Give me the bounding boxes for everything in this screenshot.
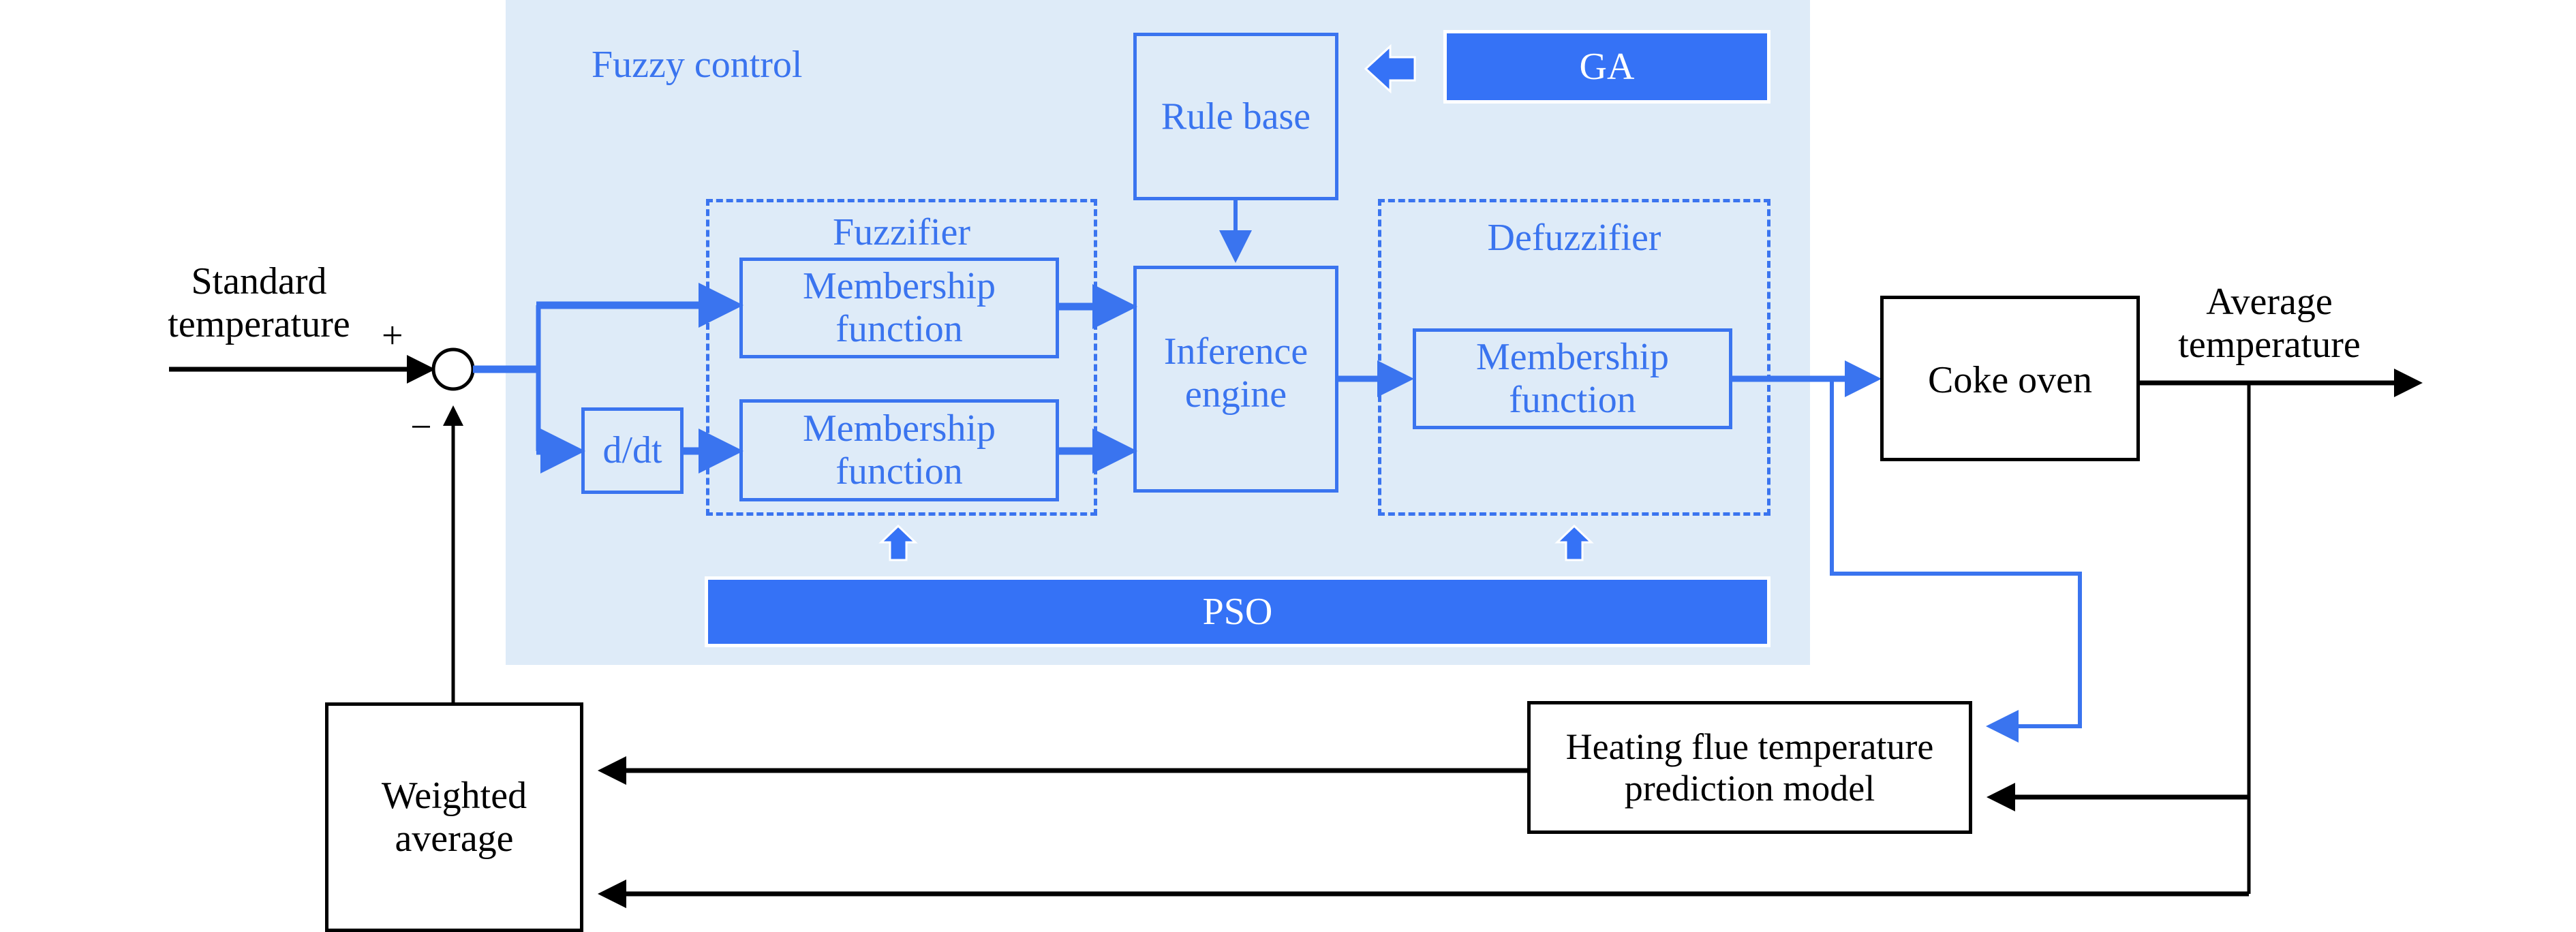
membership-function-2: Membership function (739, 399, 1059, 501)
fuzzifier-title: Fuzzifier (832, 211, 971, 253)
heating-flue-line2: prediction model (1624, 767, 1875, 809)
defuzzifier-title: Defuzzifier (1487, 217, 1661, 259)
derivative-label: d/dt (602, 429, 662, 472)
defuzzifier-group (1378, 199, 1770, 516)
pso-to-defuzzifier-arrow (1554, 524, 1594, 561)
plus-sign: + (382, 315, 403, 357)
fuzzifier-group (706, 199, 1097, 516)
weighted-average-line2: average (395, 817, 514, 860)
inference-engine-line2: engine (1184, 373, 1287, 416)
rule-base-block: Rule base (1133, 33, 1338, 200)
average-temperature-label: Average temperature (2160, 281, 2378, 366)
weighted-average-line1: Weighted (381, 774, 527, 817)
defuzz-mf-line2: function (1509, 379, 1636, 421)
rule-base-label: Rule base (1161, 95, 1311, 138)
coke-oven-block: Coke oven (1880, 296, 2140, 461)
membership-function-1-line2: function (835, 308, 963, 350)
pso-to-fuzzifier-arrow (878, 524, 918, 561)
membership-function-2-line2: function (835, 450, 963, 493)
standard-temperature-label: Standard temperature (157, 260, 361, 345)
heating-flue-line1: Heating flue temperature (1565, 726, 1934, 768)
defuzz-mf-line1: Membership (1475, 336, 1670, 379)
coke-oven-label: Coke oven (1927, 359, 2093, 401)
summing-junction (431, 347, 475, 391)
standard-temperature-line1: Standard (191, 260, 327, 302)
fuzzy-control-title: Fuzzy control (592, 44, 803, 86)
standard-temperature-line2: temperature (168, 302, 350, 345)
heating-flue-prediction-model-block: Heating flue temperature prediction mode… (1527, 701, 1972, 834)
ga-block: GA (1443, 30, 1770, 104)
membership-function-1-line1: Membership (802, 265, 996, 308)
membership-function-1: Membership function (739, 258, 1059, 358)
pso-block: PSO (705, 576, 1770, 647)
ga-label: GA (1579, 45, 1635, 88)
fuzzy-control-panel (506, 0, 1810, 665)
inference-engine-line1: Inference (1163, 330, 1308, 373)
membership-function-2-line1: Membership (802, 407, 996, 450)
control-to-heating-model (1830, 379, 2082, 743)
defuzzifier-membership-function: Membership function (1413, 328, 1732, 429)
ga-to-rulebase-arrow (1364, 44, 1416, 94)
derivative-block: d/dt (581, 407, 684, 494)
average-temperature-line2: temperature (2178, 323, 2361, 366)
inference-engine-block: Inference engine (1133, 266, 1338, 493)
average-temperature-line1: Average (2206, 281, 2333, 323)
weighted-average-block: Weighted average (325, 702, 583, 932)
pso-label: PSO (1202, 590, 1273, 633)
minus-sign: − (410, 406, 432, 448)
